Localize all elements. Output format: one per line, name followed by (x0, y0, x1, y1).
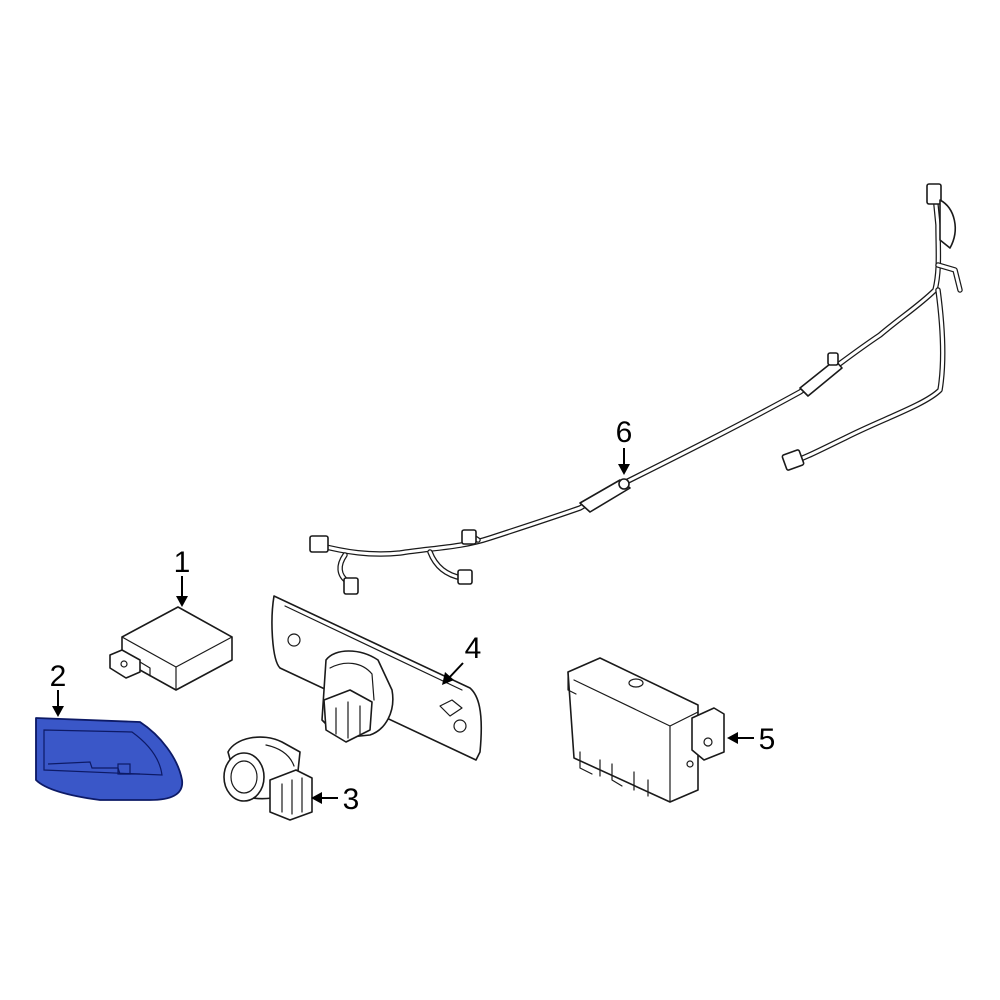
callout-label-1: 1 (174, 546, 191, 579)
part-4-mounting-plate[interactable] (271, 595, 483, 761)
part-5-control-unit[interactable] (567, 657, 725, 803)
part-3-parking-sensor[interactable] (223, 736, 313, 821)
part-2-bracket-highlighted[interactable] (35, 717, 183, 801)
callout-label-3: 3 (343, 783, 360, 816)
callout-label-4: 4 (465, 632, 482, 665)
part-6-wiring-harness[interactable] (309, 183, 963, 595)
callout-label-6: 6 (616, 416, 633, 449)
part-1-module[interactable] (109, 606, 233, 691)
callout-label-5: 5 (759, 723, 776, 756)
part-2-shape (35, 717, 183, 801)
callout-arrows (52, 448, 754, 804)
callout-label-2: 2 (50, 660, 67, 693)
